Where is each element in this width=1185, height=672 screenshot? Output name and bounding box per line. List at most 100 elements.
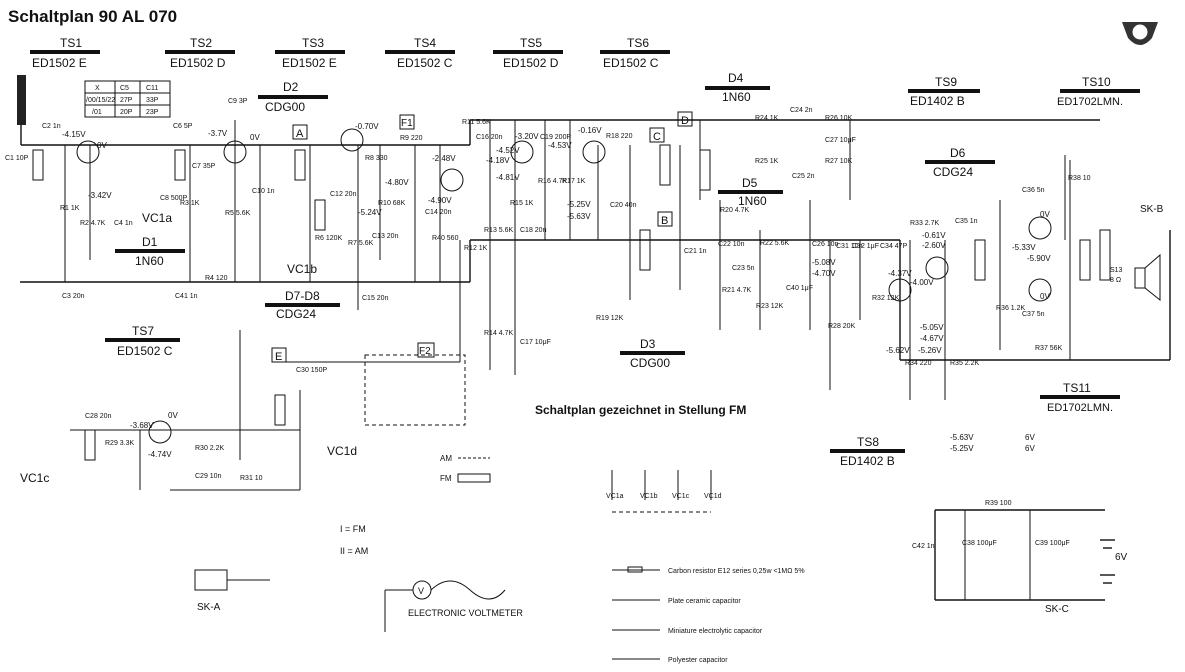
vc1b-label: VC1b: [287, 262, 317, 276]
ts3-type: ED1502 E: [282, 56, 337, 70]
component-label: R13 5.6K: [484, 227, 514, 234]
capacitor-label: C39 100μF: [1035, 540, 1070, 547]
ts2-type: ED1502 D: [170, 56, 226, 70]
box-f2-label: F2: [419, 346, 431, 357]
legend-ceramic-cap: Plate ceramic capacitor: [668, 598, 741, 605]
capacitor-label: C27 10μF: [825, 137, 856, 144]
ska-switch: SK-A: [194, 569, 270, 613]
capacitor-label: C23 5n: [732, 265, 755, 272]
component-label: R6 120K: [315, 235, 343, 242]
component-label: R25 1K: [755, 158, 779, 165]
voltage-label: 0V: [168, 411, 178, 420]
capacitor-label: C37 5n: [1022, 311, 1045, 318]
box-a-label: A: [296, 128, 304, 140]
am-fm-legend: AM FM: [440, 454, 491, 483]
ts6-name: TS6: [627, 36, 649, 50]
box-b-label: B: [661, 215, 668, 227]
d2-name: D2: [283, 80, 299, 94]
coils: [32, 144, 1111, 461]
skc-label: SK-C: [1045, 604, 1069, 615]
am-legend-label: AM: [440, 454, 452, 463]
component-label: R20 4.7K: [720, 207, 750, 214]
table-header-x: X: [95, 85, 100, 92]
labeled-boxes: A B C D E F1 F2: [271, 111, 693, 426]
component-label: R39 100: [985, 500, 1012, 507]
capacitor-label: C30 150P: [296, 367, 327, 374]
vc1a-label: VC1a: [142, 211, 172, 225]
ts5-type: ED1502 D: [503, 56, 559, 70]
component-label: R19 12K: [596, 315, 624, 322]
component-label: R35 2.2K: [950, 360, 980, 367]
voltage-label: -5.25V: [567, 200, 591, 209]
voltmeter-v-icon: V: [418, 586, 424, 596]
component-label: R28 20K: [828, 323, 856, 330]
capacitor-label: C42 1n: [912, 543, 935, 550]
capacitor-label: C32 1μF: [852, 243, 879, 250]
gang-vc1a: VC1a: [606, 493, 624, 500]
transistor-labels: TS1 ED1502 E TS2 ED1502 D TS3 ED1502 E T…: [30, 36, 1140, 468]
voltage-label: 6V: [1025, 433, 1035, 442]
component-label: R10 68K: [378, 200, 406, 207]
box-e-label: E: [275, 351, 282, 363]
symbol-legend: Carbon resistor E12 series 0,25w <1MΩ 5%…: [612, 566, 805, 664]
ts6-type: ED1502 C: [603, 56, 659, 70]
ts8-name: TS8: [857, 435, 879, 449]
component-labels: R1 1K R2 4.7K R3 1K R4 120 R5 5.6K R6 12…: [60, 115, 1091, 507]
ts9-type: ED1402 B: [910, 94, 965, 108]
component-label: R5 5.6K: [225, 210, 251, 217]
table-header-c5: C5: [120, 85, 129, 92]
component-label: R14 4.7K: [484, 330, 514, 337]
capacitor-label: C19 200P: [540, 134, 571, 141]
voltage-label: -4.70V: [812, 269, 836, 278]
ts9-name: TS9: [935, 75, 957, 89]
wiring: [20, 119, 1171, 601]
capacitor-label: C8 500P: [160, 195, 188, 202]
voltage-readouts: -4.15V 0V -3.42V -3.7V 0V -0.70V -2.48V …: [62, 122, 1051, 459]
voltage-label: 0V: [250, 133, 260, 142]
component-label: R21 4.7K: [722, 287, 752, 294]
component-label: R32 12K: [872, 295, 900, 302]
box-f1-label: F1: [401, 118, 413, 129]
component-label: R40 560: [432, 235, 459, 242]
table-header-c11: C11: [146, 85, 158, 92]
voltage-label: -5.24V: [358, 208, 382, 217]
component-label: R9 220: [400, 135, 423, 142]
d4-name: D4: [728, 71, 744, 85]
capacitor-label: C31 10n: [836, 243, 863, 250]
capacitor-label: C35 1n: [955, 218, 978, 225]
voltage-label: -4.00V: [910, 278, 934, 287]
component-label: R24 1K: [755, 115, 779, 122]
capacitor-label: C25 2n: [792, 173, 815, 180]
ts2-name: TS2: [190, 36, 212, 50]
page-title: Schaltplan 90 AL 070: [8, 7, 177, 26]
speaker-impedance: 8 Ω: [1110, 277, 1121, 284]
voltage-label: -4.53V: [548, 141, 572, 150]
voltage-label: -4.18V: [486, 156, 510, 165]
vc1d-label: VC1d: [327, 444, 357, 458]
table-cell: 27P: [120, 97, 133, 104]
component-label: R38 10: [1068, 175, 1091, 182]
component-label: R12 1K: [464, 245, 488, 252]
am-key: II = AM: [340, 546, 368, 556]
gang-vc1b: VC1b: [640, 493, 658, 500]
capacitor-label: C15 20n: [362, 295, 389, 302]
legend-polyester: Polyester capacitor: [668, 657, 728, 664]
d3-type: CDG00: [630, 356, 670, 370]
ts8-type: ED1402 B: [840, 454, 895, 468]
legend-resistor: Carbon resistor E12 series 0,25w <1MΩ 5%: [668, 568, 805, 575]
capacitor-label: C12 20n: [330, 191, 357, 198]
box-d-label: D: [681, 115, 689, 127]
capacitor-label: C22 10n: [718, 241, 745, 248]
capacitor-label: C36 5n: [1022, 187, 1045, 194]
voltage-label: 0V: [97, 141, 107, 150]
capacitor-label: C18 20n: [520, 227, 547, 234]
d4-type: 1N60: [722, 90, 751, 104]
voltmeter: V ELECTRONIC VOLTMETER: [384, 580, 523, 632]
ts1-type: ED1502 E: [32, 56, 87, 70]
diode-labels: D1 1N60 D2 CDG00 D3 CDG00 D4 1N60 D5 1N6…: [115, 71, 995, 370]
ts4-type: ED1502 C: [397, 56, 453, 70]
voltage-label: -3.42V: [88, 191, 112, 200]
capacitor-label: C3 20n: [62, 293, 85, 300]
ts7-name: TS7: [132, 324, 154, 338]
ts11-type: ED1702LMN.: [1047, 402, 1113, 414]
